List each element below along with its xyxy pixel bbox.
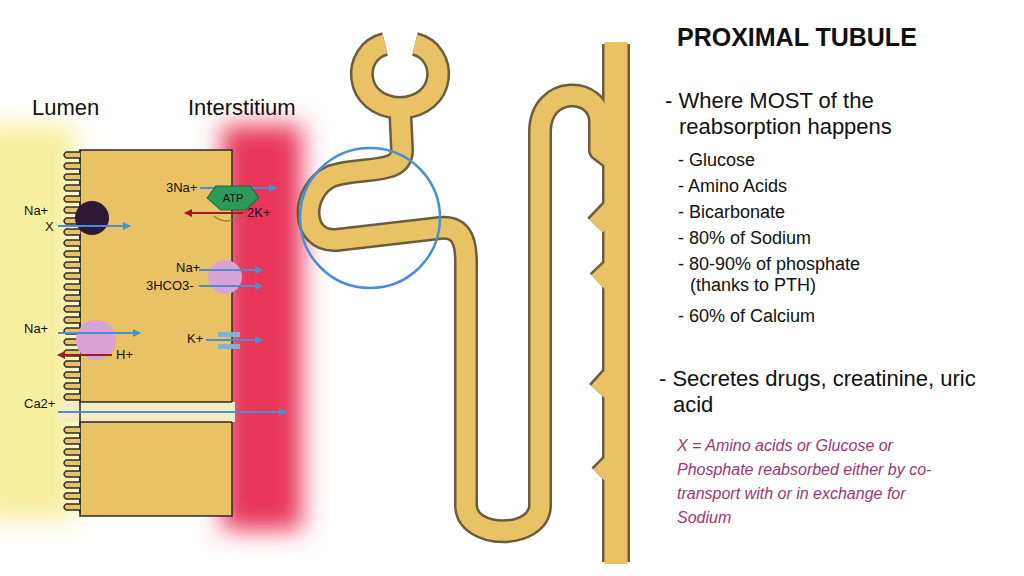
bullet-text: - Secretes drugs, creatinine, uric acid [659, 366, 1018, 418]
lumen-region [0, 125, 75, 520]
sub-bullet: - 80% of Sodium [678, 228, 811, 250]
ion-label: Na+ [176, 260, 200, 276]
nephron [308, 42, 616, 564]
sub-bullet: - Bicarbonate [678, 202, 785, 224]
highlight-circle [300, 148, 440, 288]
region-label: Lumen [32, 95, 99, 121]
ion-label: Na+ [24, 203, 48, 219]
title: PROXIMAL TUBULE [677, 22, 917, 52]
sub-bullet: - 80-90% of phosphate (thanks to PTH) [678, 254, 905, 296]
ion-label: 3Na+ [166, 180, 197, 196]
ion-label: 3HCO3- [146, 278, 194, 294]
flux-arrows [58, 188, 286, 412]
ion-label: X [45, 219, 54, 235]
k-channel [218, 332, 240, 337]
ion-label: K+ [187, 331, 203, 347]
ion-label: 2K+ [247, 205, 271, 221]
ion-label: Na+ [24, 321, 48, 337]
note-text: X = Amino acids or Glucose or Phosphate … [677, 434, 962, 530]
exchanger [208, 260, 242, 294]
sub-bullet: - Glucose [678, 150, 755, 172]
k-channel [218, 344, 240, 349]
region-label: Interstitium [188, 95, 296, 121]
bullet-text: - Where MOST of the reabsorption happens [665, 88, 929, 140]
cotransporter [75, 201, 109, 235]
sub-bullet: - Amino Acids [678, 176, 787, 198]
sub-bullet: - 60% of Calcium [678, 306, 815, 328]
ion-label: Ca2+ [24, 396, 55, 412]
ion-label: H+ [116, 347, 133, 363]
